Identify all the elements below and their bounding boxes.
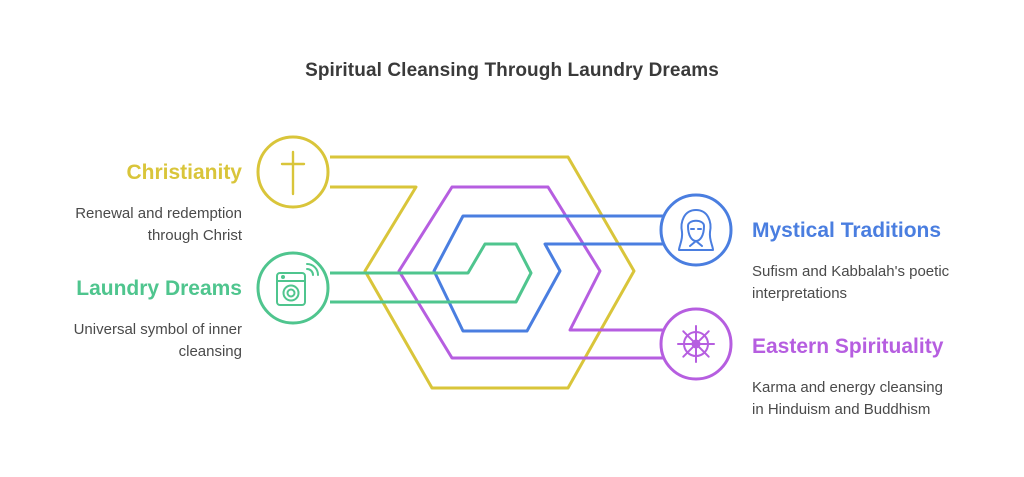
christianity-connector — [330, 155, 636, 390]
diagram-title: Spiritual Cleansing Through Laundry Drea… — [305, 60, 719, 81]
laundry-desc-line-2: cleansing — [178, 343, 242, 360]
washing-machine-icon — [276, 263, 319, 306]
mystical-description: Sufism and Kabbalah's poetic interpretat… — [752, 261, 949, 305]
mystical-node — [659, 193, 733, 267]
laundry-heading: Laundry Dreams — [76, 277, 242, 300]
laundry-node — [256, 251, 330, 325]
mystical-heading: Mystical Traditions — [752, 219, 942, 242]
dharma-wheel-icon — [677, 325, 715, 363]
eastern-connector — [397, 185, 667, 360]
eastern-desc-line-1: Karma and energy cleansing — [752, 379, 943, 396]
mystical-connector — [432, 214, 667, 333]
mystical-desc-line-2: interpretations — [752, 285, 848, 302]
eastern-description: Karma and energy cleansing in Hinduism a… — [752, 377, 943, 421]
christianity-heading: Christianity — [126, 161, 242, 184]
laundry-connector — [330, 242, 533, 304]
mystical-desc-line-1: Sufism and Kabbalah's poetic — [752, 263, 950, 280]
laundry-desc-line-1: Universal symbol of inner — [73, 321, 242, 338]
laundry-description: Universal symbol of inner cleansing — [74, 319, 242, 363]
cross-icon — [280, 150, 306, 196]
hooded-figure-icon — [678, 209, 714, 251]
christianity-desc-line-2: through Christ — [147, 227, 242, 244]
christianity-description: Renewal and redemption through Christ — [75, 203, 242, 247]
christianity-desc-line-1: Renewal and redemption — [75, 205, 242, 222]
eastern-heading: Eastern Spirituality — [752, 335, 944, 358]
eastern-desc-line-2: in Hinduism and Buddhism — [752, 401, 931, 418]
